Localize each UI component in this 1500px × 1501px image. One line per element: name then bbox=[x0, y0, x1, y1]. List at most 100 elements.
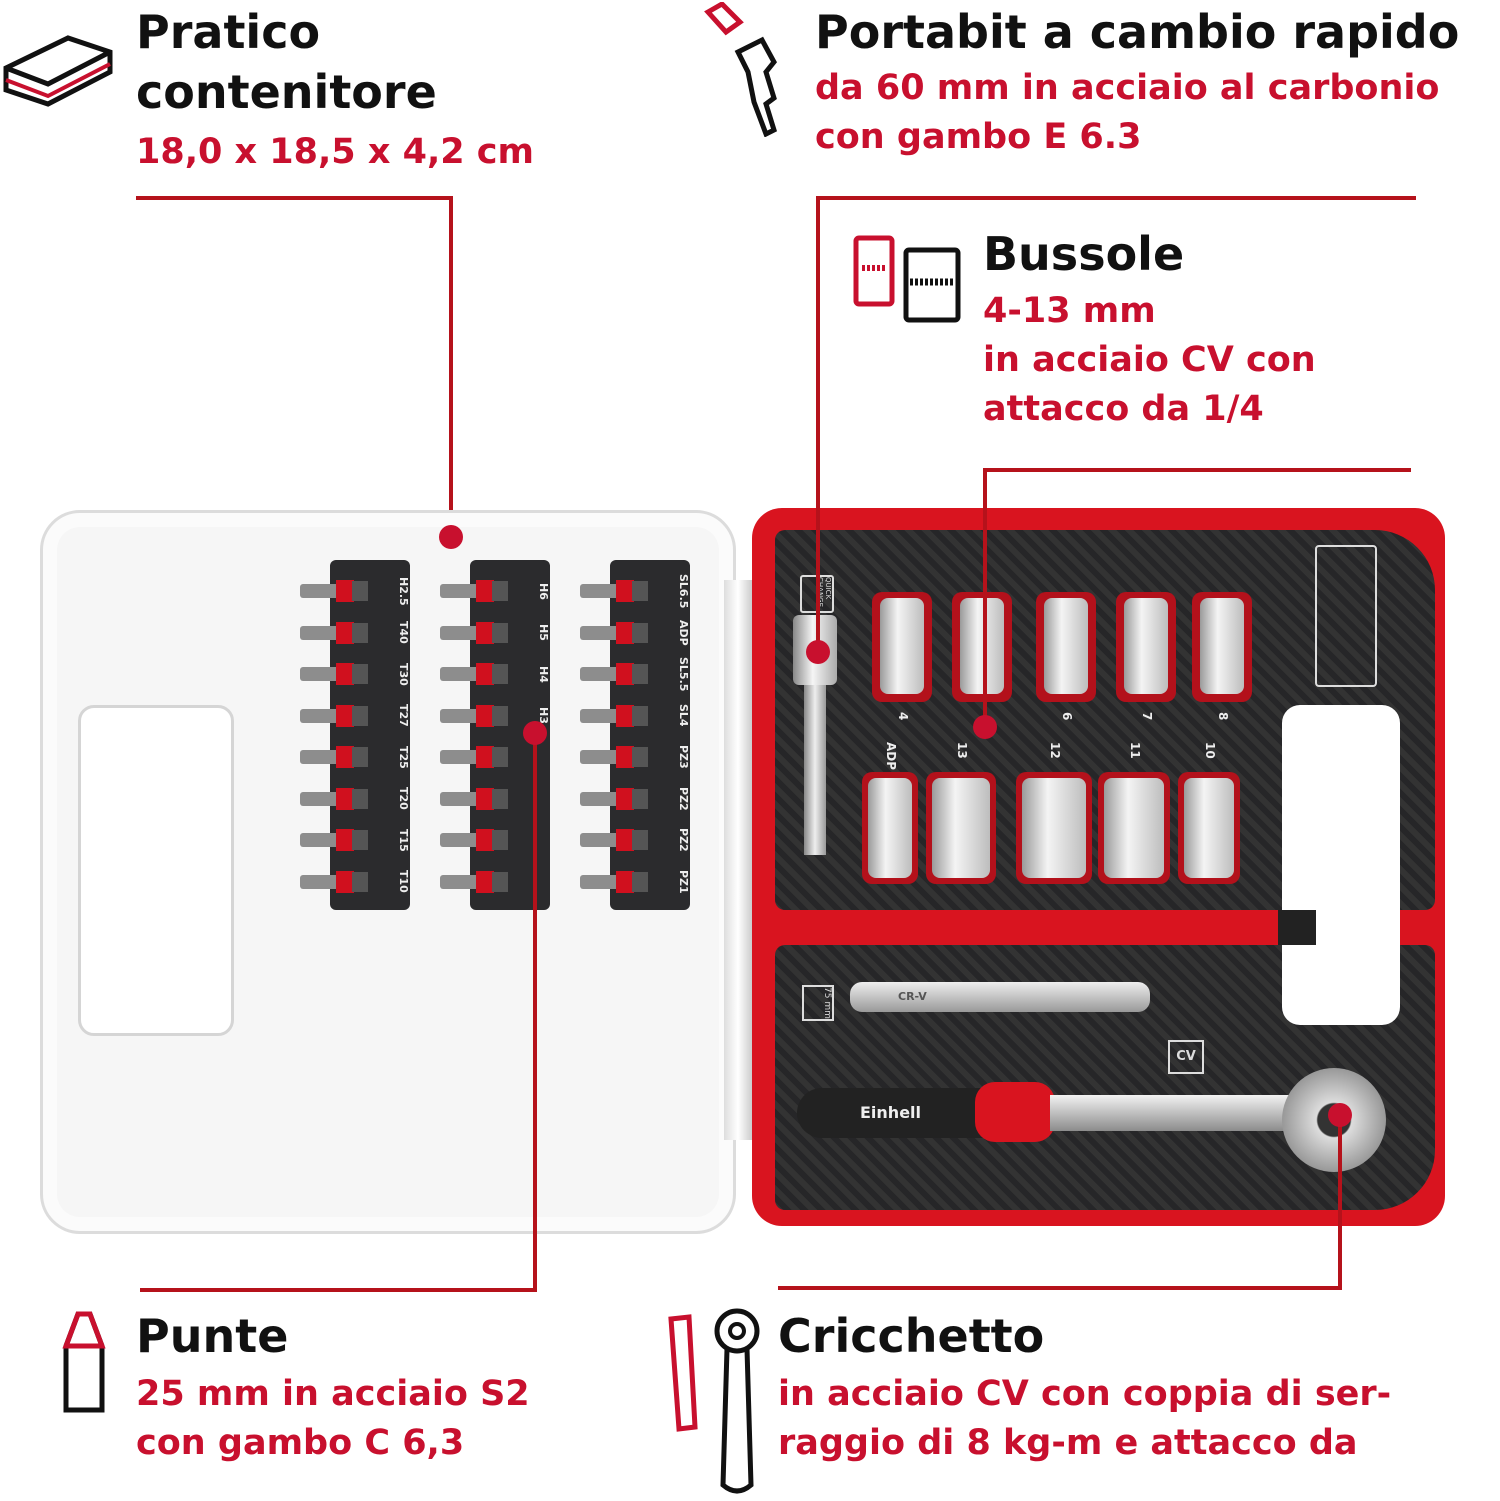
sockets-callout-dot bbox=[973, 715, 997, 739]
screwdriver-bit bbox=[580, 578, 666, 604]
bit-size-label: T27 bbox=[397, 704, 410, 727]
bit-size-label bbox=[528, 862, 550, 902]
socket bbox=[868, 778, 912, 878]
screwdriver-bit bbox=[440, 620, 526, 646]
bits-callout-dot bbox=[523, 721, 547, 745]
bits-leader-line-vertical bbox=[533, 733, 537, 1290]
screwdriver-bit bbox=[300, 703, 386, 729]
case-handle-right-top bbox=[1282, 705, 1400, 910]
bit-diagram-icon bbox=[1315, 545, 1377, 687]
socket-size-label: 11 bbox=[1128, 742, 1142, 759]
screwdriver-bit bbox=[300, 578, 386, 604]
socket bbox=[960, 598, 1004, 694]
socket-size-label: 8 bbox=[1216, 712, 1230, 721]
bit-holder-callout-dot bbox=[806, 640, 830, 664]
bit-holder-icon bbox=[700, 0, 795, 141]
screwdriver-bit bbox=[580, 827, 666, 853]
bit-size-label: PZ1 bbox=[677, 869, 690, 894]
ratchet-callout-dot bbox=[1328, 1103, 1352, 1127]
ratchet-subtitle: in acciaio CV con coppia di ser-raggio d… bbox=[778, 1374, 1392, 1463]
screwdriver-bit bbox=[440, 744, 526, 770]
case-handle-left bbox=[78, 705, 234, 1036]
sockets-leader-line bbox=[983, 468, 1411, 472]
bit-size-label: H4 bbox=[537, 665, 550, 683]
socket-size-label: 12 bbox=[1048, 742, 1062, 759]
screwdriver-bit bbox=[580, 744, 666, 770]
socket bbox=[932, 778, 990, 878]
socket bbox=[1200, 598, 1244, 694]
bit-holder-title: Portabit a cambio rapido bbox=[815, 5, 1460, 59]
ratchet-brand-logo: Einhell bbox=[860, 1103, 922, 1122]
bit-icon bbox=[58, 1310, 110, 1418]
screwdriver-bit bbox=[440, 827, 526, 853]
screwdriver-bit bbox=[300, 620, 386, 646]
ratchet-leader-line-vertical bbox=[1338, 1115, 1342, 1290]
socket-size-label: 7 bbox=[1140, 712, 1154, 721]
screwdriver-bit bbox=[300, 786, 386, 812]
ratchet-title: Cricchetto bbox=[778, 1309, 1045, 1363]
ratchet-shaft bbox=[1050, 1095, 1300, 1131]
bit-size-label: T40 bbox=[397, 621, 410, 644]
screwdriver-bit bbox=[440, 703, 526, 729]
socket-size-label: 6 bbox=[1060, 712, 1074, 721]
bits-title: Punte bbox=[136, 1309, 289, 1363]
screwdriver-bit bbox=[440, 869, 526, 895]
socket bbox=[1022, 778, 1086, 878]
bit-size-label: T25 bbox=[397, 745, 410, 769]
screwdriver-bit bbox=[580, 869, 666, 895]
sockets-title: Bussole bbox=[983, 227, 1185, 281]
ratchet-icon bbox=[665, 1305, 765, 1501]
screwdriver-bit bbox=[580, 786, 666, 812]
bit-size-label: H6 bbox=[537, 582, 550, 600]
screwdriver-bit bbox=[580, 620, 666, 646]
screwdriver-bit bbox=[300, 744, 386, 770]
socket bbox=[880, 598, 924, 694]
ratchet-grip bbox=[975, 1082, 1055, 1142]
socket bbox=[1184, 778, 1234, 878]
socket-icon bbox=[852, 232, 964, 328]
bit-holder-shaft bbox=[804, 685, 826, 855]
bit-size-label: H2.5 bbox=[397, 576, 410, 606]
ratchet-handle bbox=[797, 1088, 987, 1138]
ratchet-leader-line bbox=[778, 1286, 1342, 1290]
socket bbox=[1124, 598, 1168, 694]
extension-length-label: 75 mm bbox=[802, 985, 834, 1021]
extension-bar: CR-V bbox=[850, 982, 1150, 1012]
case-leader-line bbox=[136, 196, 453, 200]
case-callout-dot bbox=[439, 525, 463, 549]
case-subtitle: 18,0 x 18,5 x 4,2 cm bbox=[136, 132, 535, 172]
screwdriver-bit bbox=[440, 786, 526, 812]
case-hinge bbox=[724, 580, 752, 1140]
screwdriver-bit bbox=[300, 661, 386, 687]
bit-holder-leader-line bbox=[816, 196, 1416, 200]
case-box-icon bbox=[2, 28, 114, 114]
screwdriver-bit bbox=[580, 703, 666, 729]
bit-size-label: SL4 bbox=[677, 704, 690, 727]
socket-size-label: 4 bbox=[896, 712, 910, 721]
bit-size-label: T15 bbox=[397, 828, 410, 852]
bit-size-label: PZ3 bbox=[677, 745, 690, 769]
bit-size-label: SL5.5 bbox=[677, 656, 690, 692]
bit-size-label: T30 bbox=[397, 662, 410, 686]
bit-size-label: T20 bbox=[397, 787, 410, 810]
screwdriver-bit bbox=[440, 578, 526, 604]
case-leader-line-vertical bbox=[449, 196, 453, 537]
cv-label: CV bbox=[1168, 1040, 1204, 1074]
bit-size-label: H3 bbox=[537, 707, 550, 724]
sockets-leader-line-vertical bbox=[983, 468, 987, 727]
socket-size-label: 13 bbox=[955, 742, 969, 759]
screwdriver-bit bbox=[300, 869, 386, 895]
bit-size-label: SL6.5 bbox=[677, 573, 690, 609]
screwdriver-bit bbox=[580, 661, 666, 687]
bit-size-label bbox=[528, 820, 550, 860]
screwdriver-bit bbox=[300, 827, 386, 853]
socket-size-label: 10 bbox=[1203, 742, 1217, 759]
bit-size-label: ADP bbox=[677, 619, 690, 646]
bit-size-label: PZ2 bbox=[677, 828, 690, 852]
